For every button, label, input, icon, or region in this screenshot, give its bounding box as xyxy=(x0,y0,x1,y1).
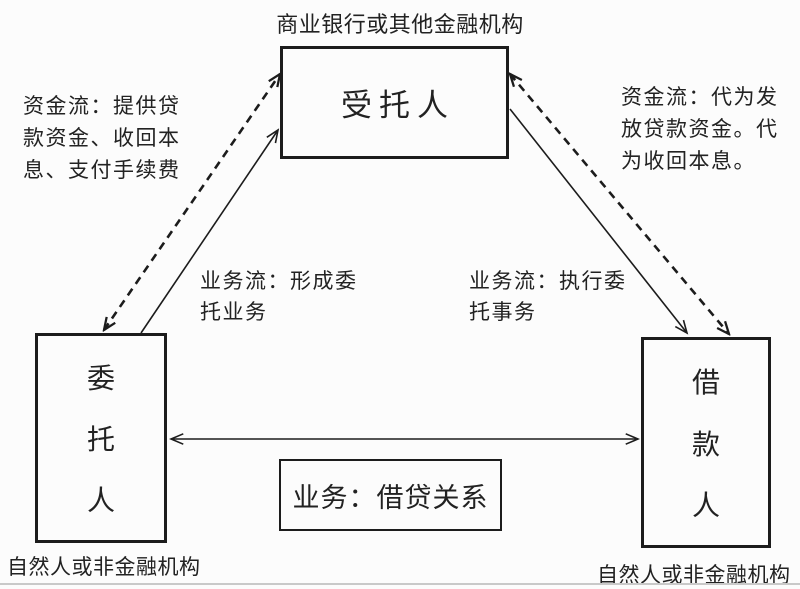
funds-flow-left-label: 资金流：提供贷 款资金、收回本 息、支付手续费 xyxy=(23,90,181,186)
principal-footnote: 自然人或非金融机构 xyxy=(7,555,201,579)
funds-flow-right-label: 资金流：代为发 放贷款资金。代 为收回本息。 xyxy=(621,81,779,177)
funds-flow-left-line: 资金流：提供贷 xyxy=(23,94,181,118)
funds-flow-right-line: 放贷款资金。代 xyxy=(621,117,779,141)
top-institution-label: 商业银行或其他金融机构 xyxy=(276,12,524,37)
borrower-box: 借 款 人 xyxy=(641,337,771,548)
loan-relation-label: 业务：借贷关系 xyxy=(292,482,489,513)
business-flow-left-line: 业务流：形成委 xyxy=(200,269,358,293)
borrower-char: 人 xyxy=(691,490,720,522)
business-flow-right-line: 业务流：执行委 xyxy=(469,269,627,293)
trustee-label: 受托人 xyxy=(341,88,455,123)
principal-char: 托 xyxy=(86,425,115,456)
principal-char: 人 xyxy=(86,486,115,517)
trustee-box: 受托人 xyxy=(280,46,509,159)
business-flow-left-label: 业务流：形成委 托业务 xyxy=(200,266,358,328)
loan-relation-box: 业务：借贷关系 xyxy=(279,459,502,531)
bottom-divider xyxy=(0,583,800,585)
funds-flow-right-line: 为收回本息。 xyxy=(621,149,756,173)
borrower-char: 款 xyxy=(691,429,720,461)
principal-box: 委 托 人 xyxy=(35,333,167,543)
funds-flow-left-line: 息、支付手续费 xyxy=(23,158,181,182)
borrower-char: 借 xyxy=(691,368,720,400)
business-flow-left-line: 托业务 xyxy=(200,300,268,324)
funds-flow-right-line: 资金流：代为发 xyxy=(621,85,779,109)
funds-flow-left-line: 款资金、收回本 xyxy=(23,126,181,150)
business-flow-right-label: 业务流：执行委 托事务 xyxy=(469,266,627,328)
business-flow-right-line: 托事务 xyxy=(469,300,537,324)
principal-char: 委 xyxy=(86,364,115,395)
